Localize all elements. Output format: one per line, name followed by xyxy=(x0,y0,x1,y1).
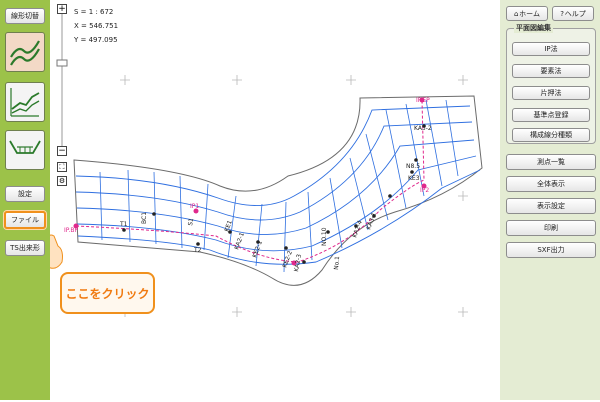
label-s1: S1 xyxy=(187,217,195,226)
ip-points xyxy=(73,97,427,266)
label-ip-bp: IP.BP xyxy=(64,227,78,234)
switch-alignment-button[interactable]: 線形切替 xyxy=(5,8,45,24)
home-icon: ⌂ xyxy=(514,9,520,18)
x-readout: X = 546.751 xyxy=(74,22,119,30)
home-label: ホーム xyxy=(519,9,540,18)
profile-view-icon xyxy=(10,88,40,117)
label-no1: No.1 xyxy=(333,256,341,271)
label-ka2-3: KA2-3 xyxy=(293,253,303,272)
profile-view-tool[interactable] xyxy=(5,82,45,122)
ip-method-button[interactable]: IP法 xyxy=(512,42,590,56)
station-cross-lines xyxy=(99,99,459,273)
help-icon: ? xyxy=(560,9,565,18)
zoom-out-button[interactable]: − xyxy=(57,146,67,156)
file-button[interactable]: ファイル xyxy=(4,211,46,229)
label-n8-5: N8.5 xyxy=(406,163,420,170)
label-ke1: KE1 xyxy=(223,219,234,232)
display-settings-button[interactable]: 表示設定 xyxy=(506,198,596,214)
label-ke3: KE3 xyxy=(408,175,420,182)
drawing-canvas[interactable]: IP.BP T1 BC1 S1 IP1 T2 KE1 KA2-1 KE2-1 K… xyxy=(41,0,500,400)
click-here-callout: ここをクリック xyxy=(60,272,155,314)
station-points xyxy=(122,124,426,264)
coordinate-readout: S = 1 : 672 X = 546.751 Y = 497.095 xyxy=(74,5,118,47)
ts-as-built-button[interactable]: TS出来形 xyxy=(5,240,45,256)
zoom-in-button[interactable]: + xyxy=(57,4,67,14)
zoom-thumb[interactable] xyxy=(56,59,68,67)
cross-section-tool[interactable] xyxy=(5,130,45,170)
label-t2: T2 xyxy=(193,247,202,254)
alignment-plan-drawing: IP.BP T1 BC1 S1 IP1 T2 KE1 KA2-1 KE2-1 K… xyxy=(41,14,483,317)
plan-edit-title: 平面図編集 xyxy=(514,23,553,33)
label-ka3-2: KA3-2 xyxy=(414,125,432,132)
label-ip2: IP2 xyxy=(420,187,429,194)
settings-button[interactable]: 設定 xyxy=(5,186,45,202)
fit-view-icon[interactable]: ⛶ xyxy=(57,162,67,172)
pointing-hand-icon xyxy=(41,234,63,269)
label-no10: NO.10 xyxy=(321,227,328,246)
cross-section-icon xyxy=(9,140,41,154)
segment-type-button[interactable]: 構成線分種類 xyxy=(512,128,590,142)
one-way-method-button[interactable]: 片押法 xyxy=(512,86,590,100)
y-readout: Y = 497.095 xyxy=(74,36,118,44)
sxf-export-button[interactable]: SXF出力 xyxy=(506,242,596,258)
plan-view-tool[interactable] xyxy=(5,32,45,72)
centerline xyxy=(75,99,425,263)
element-method-button[interactable]: 要素法 xyxy=(512,64,590,78)
plan-view-icon xyxy=(10,40,40,66)
show-all-button[interactable]: 全体表示 xyxy=(506,176,596,192)
home-button[interactable]: ⌂ ホーム xyxy=(506,6,548,21)
station-list-button[interactable]: 測点一覧 xyxy=(506,154,596,170)
reference-point-button[interactable]: 基準点登録 xyxy=(512,108,590,122)
label-ip1: IP1 xyxy=(190,203,199,210)
label-bc1: BC1 xyxy=(141,212,148,224)
label-t1: T1 xyxy=(119,221,128,228)
print-button[interactable]: 印刷 xyxy=(506,220,596,236)
road-outline xyxy=(73,95,483,286)
label-ip-ep: IP.EP xyxy=(416,97,430,104)
help-label: ヘルプ xyxy=(564,9,586,18)
help-button[interactable]: ? ヘルプ xyxy=(552,6,594,21)
settings-gear-icon[interactable]: ⚙ xyxy=(57,176,67,186)
scale-readout: S = 1 : 672 xyxy=(74,8,114,16)
